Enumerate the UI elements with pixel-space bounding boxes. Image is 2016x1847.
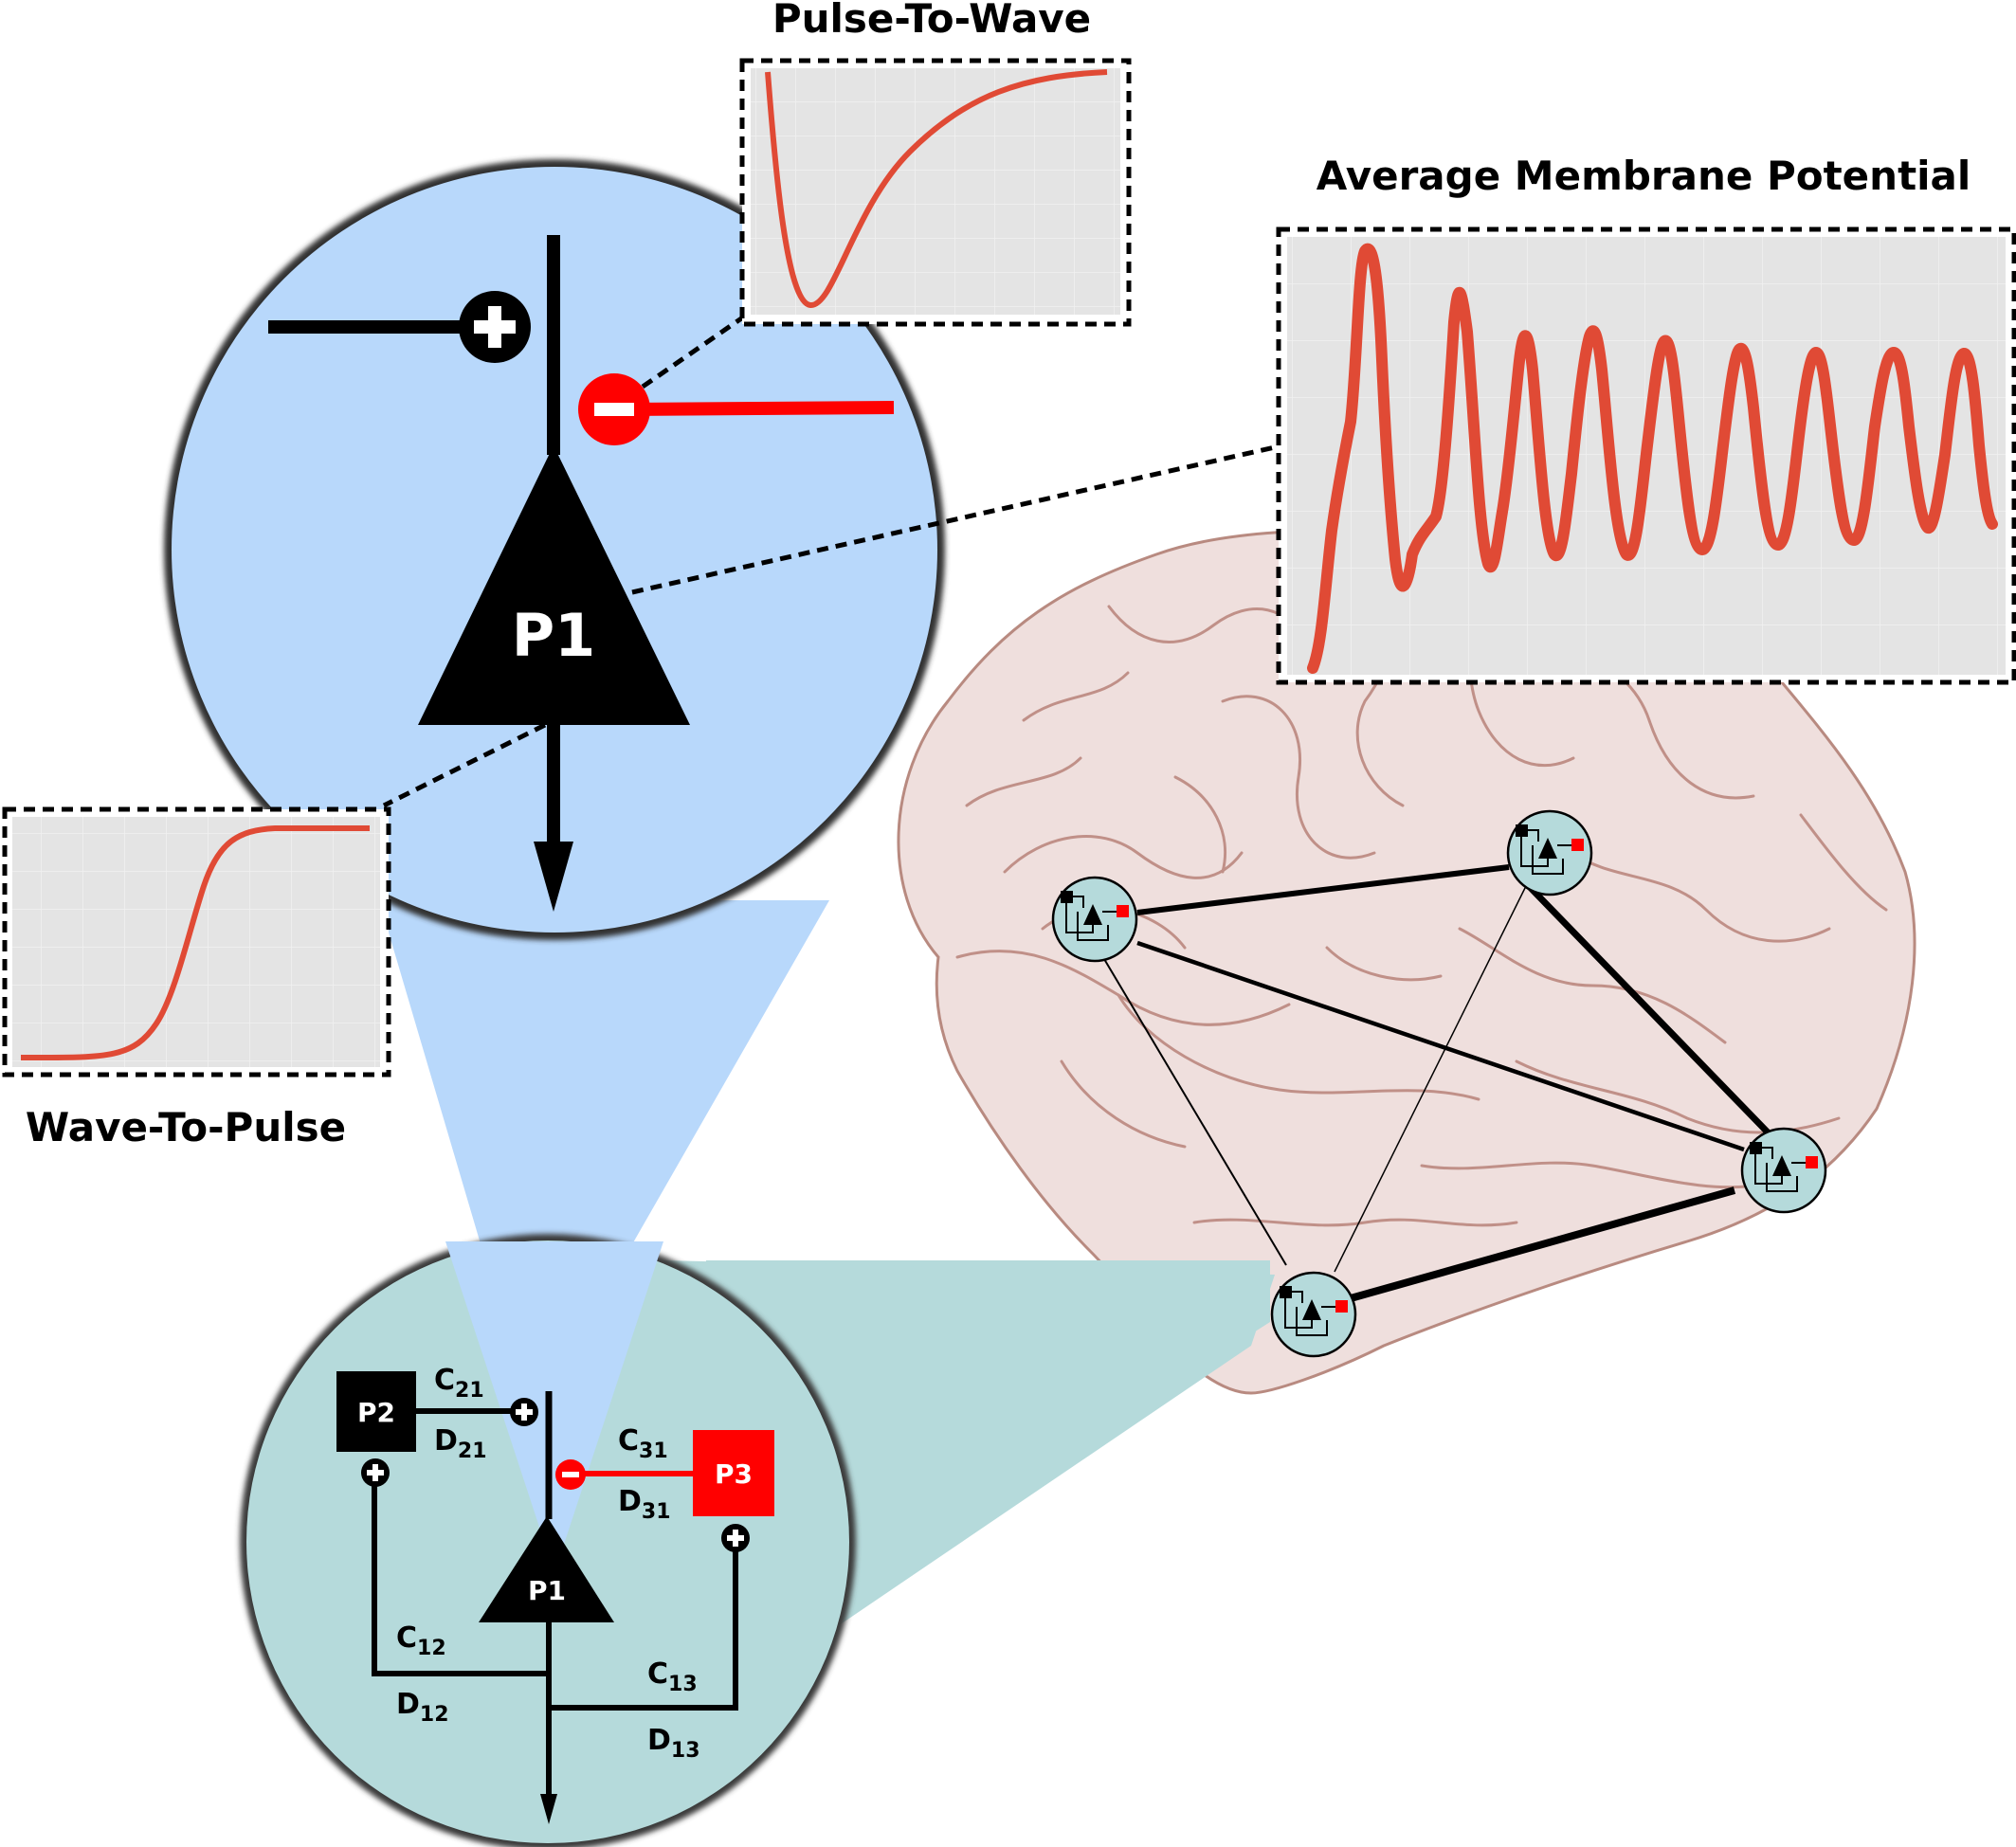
network-edges — [1103, 864, 1775, 1302]
coef-c13: C13 — [647, 1657, 698, 1696]
zoom-cone-blue — [379, 900, 829, 1478]
coef-d21: D21 — [434, 1424, 487, 1463]
coef-c21: C21 — [434, 1364, 484, 1403]
pulse-to-wave-panel: Pulse-To-Wave — [739, 0, 1132, 327]
connector-wave-to-pulse — [382, 722, 547, 808]
dashed-connectors — [382, 312, 1276, 808]
wave-to-pulse-curve — [20, 825, 370, 1061]
neuron-label-p1: P1 — [512, 601, 596, 670]
amp-trace — [1307, 243, 1998, 674]
pulse-to-wave-curve — [765, 69, 1108, 308]
wave-to-pulse-panel: Wave-To-Pulse — [2, 806, 391, 1150]
axon-arrow-icon — [534, 842, 573, 912]
brain-node-3 — [1740, 1127, 1827, 1214]
neuron-label-p1-small: P1 — [528, 1575, 566, 1606]
pyramidal-soma-p1 — [418, 445, 690, 725]
brain-node-1 — [1051, 876, 1138, 963]
average-membrane-potential-panel: Average Membrane Potential — [1276, 153, 2016, 685]
zoom-cone-blue-overlay — [445, 1241, 663, 1573]
coef-c12: C12 — [396, 1621, 446, 1660]
coef-d13: D13 — [647, 1724, 700, 1763]
circuit-diagram: P2 P3 P1 — [336, 1364, 774, 1824]
connector-amp — [631, 444, 1276, 595]
axon-arrow-icon-small — [540, 1794, 557, 1824]
neuron-label-p2: P2 — [357, 1397, 395, 1428]
coef-c31: C31 — [618, 1424, 668, 1463]
excitatory-synapse-icon — [459, 291, 531, 363]
connector-pulse-to-wave — [641, 312, 749, 389]
coef-d31: D31 — [618, 1485, 671, 1524]
pyramidal-soma-p1-small — [479, 1516, 614, 1622]
neuron-p3-box — [693, 1430, 774, 1516]
coef-d12: D12 — [396, 1688, 449, 1727]
excitatory-synapse-icon — [361, 1458, 390, 1487]
pulse-to-wave-title: Pulse-To-Wave — [772, 0, 1091, 42]
neuron-label-p3: P3 — [715, 1458, 753, 1490]
excitatory-synapse-icon — [510, 1398, 538, 1426]
wave-to-pulse-title: Wave-To-Pulse — [26, 1104, 346, 1150]
neuron-p1-large: P1 — [268, 235, 895, 912]
brain-node-2 — [1506, 809, 1593, 896]
excitatory-synapse-icon — [721, 1524, 750, 1552]
neuron-p2-box — [336, 1371, 416, 1452]
brain-node-4 — [1270, 1271, 1357, 1358]
amp-title: Average Membrane Potential — [1317, 153, 1971, 199]
inhibitory-synapse-icon — [555, 1459, 586, 1490]
inhibitory-synapse-icon — [578, 373, 650, 445]
